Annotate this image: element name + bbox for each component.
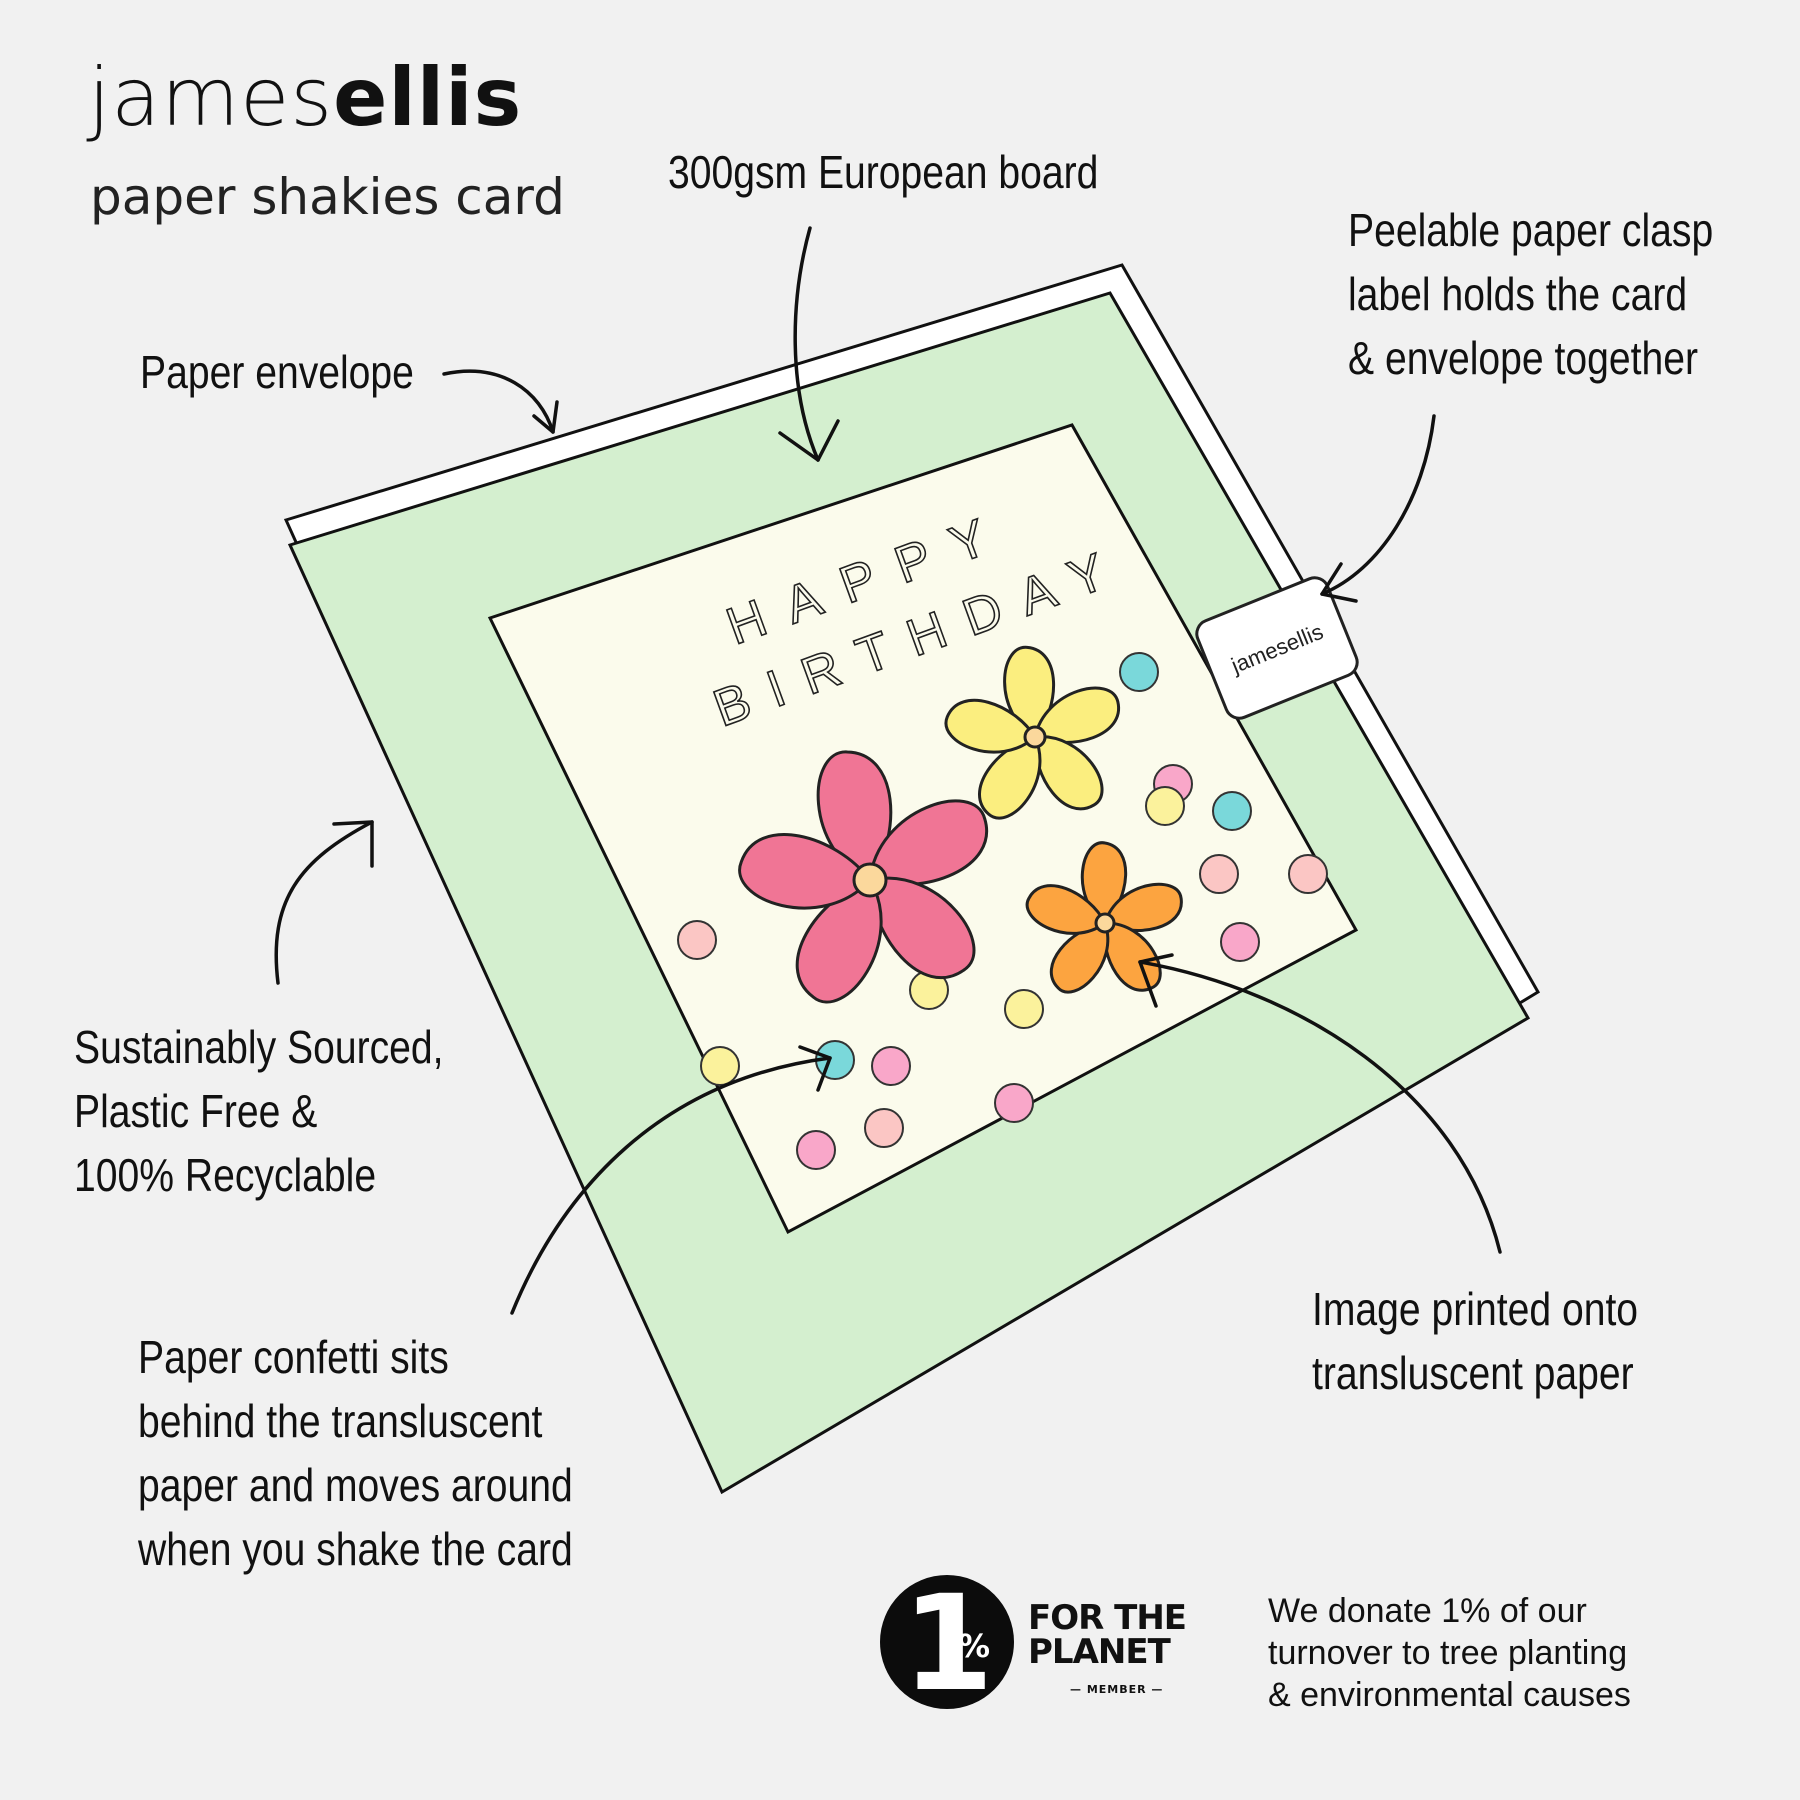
confetti-dot <box>700 1046 740 1086</box>
donate-line: We donate 1% of our <box>1268 1592 1587 1630</box>
yellow-flower <box>944 645 1121 820</box>
note-clasp: Peelable paper clasp label holds the car… <box>1348 198 1713 390</box>
image-arrow <box>1138 960 1502 1254</box>
confetti-dot <box>994 1083 1034 1123</box>
note-sustainable-line: 100% Recyclable <box>74 1149 377 1201</box>
donate-line: & environmental causes <box>1268 1676 1631 1714</box>
note-image: Image printed onto transluscent paper <box>1312 1277 1638 1405</box>
donate-statement: We donate 1% of our turnover to tree pla… <box>1268 1590 1631 1716</box>
note-clasp-line: Peelable paper clasp <box>1348 204 1714 256</box>
annotation-arrows <box>274 226 1502 1315</box>
orange-flower <box>1025 841 1183 994</box>
confetti-dot <box>1119 652 1159 692</box>
confetti-dot <box>1145 786 1185 826</box>
badge-wordmark: FOR THE PLANET <box>1028 1598 1187 1672</box>
note-clasp-line: label holds the card <box>1348 268 1688 320</box>
pink-flower <box>738 750 989 1004</box>
badge-number: 1 <box>902 1567 994 1721</box>
note-confetti-line: behind the transluscent <box>138 1395 543 1447</box>
note-sustainable-line: Sustainably Sourced, <box>74 1021 444 1073</box>
envelope-arrow <box>442 369 555 434</box>
confetti-dot <box>1004 989 1044 1029</box>
confetti-dot <box>1199 854 1239 894</box>
badge-line1: FOR THE <box>1028 1598 1187 1638</box>
product-subtitle: paper shakies card <box>90 168 565 226</box>
one-percent-badge: 1 % FOR THE PLANET — MEMBER — <box>880 1569 1210 1719</box>
sustainable-arrow <box>274 820 374 985</box>
board-arrow <box>793 226 820 462</box>
confetti-dot <box>677 920 717 960</box>
note-confetti-line: paper and moves around <box>138 1459 573 1511</box>
note-envelope: Paper envelope <box>140 340 414 404</box>
confetti-dot <box>1212 791 1252 831</box>
note-confetti-line: when you shake the card <box>138 1523 573 1575</box>
note-envelope-text: Paper envelope <box>140 346 414 398</box>
badge-percent: % <box>958 1627 991 1665</box>
clasp-arrow <box>1320 414 1436 596</box>
brand-name-light: james <box>88 51 334 144</box>
brand-logo: jamesellis <box>88 58 522 138</box>
note-confetti: Paper confetti sits behind the translusc… <box>138 1325 573 1581</box>
confetti-dot <box>1220 922 1260 962</box>
badge-member: — MEMBER — <box>1070 1683 1164 1696</box>
confetti <box>677 652 1328 1170</box>
confetti-dot <box>796 1130 836 1170</box>
note-board-text: 300gsm European board <box>668 146 1099 198</box>
note-sustainable: Sustainably Sourced, Plastic Free & 100%… <box>74 1015 444 1207</box>
note-sustainable-line: Plastic Free & <box>74 1085 318 1137</box>
note-clasp-line: & envelope together <box>1348 332 1699 384</box>
brand-name-bold: ellis <box>333 51 523 144</box>
confetti-arrow <box>510 1056 832 1315</box>
donate-line: turnover to tree planting <box>1268 1634 1628 1672</box>
note-image-line: transluscent paper <box>1312 1347 1634 1399</box>
note-image-line: Image printed onto <box>1312 1283 1639 1335</box>
note-board: 300gsm European board <box>668 140 1098 204</box>
confetti-dot <box>864 1108 904 1148</box>
clasp-label: jamesellis <box>1195 576 1359 720</box>
confetti-dot <box>871 1046 911 1086</box>
confetti-dot <box>1288 854 1328 894</box>
badge-line2: PLANET <box>1028 1632 1171 1672</box>
note-confetti-line: Paper confetti sits <box>138 1331 449 1383</box>
badge-circle: 1 % <box>880 1569 1014 1719</box>
